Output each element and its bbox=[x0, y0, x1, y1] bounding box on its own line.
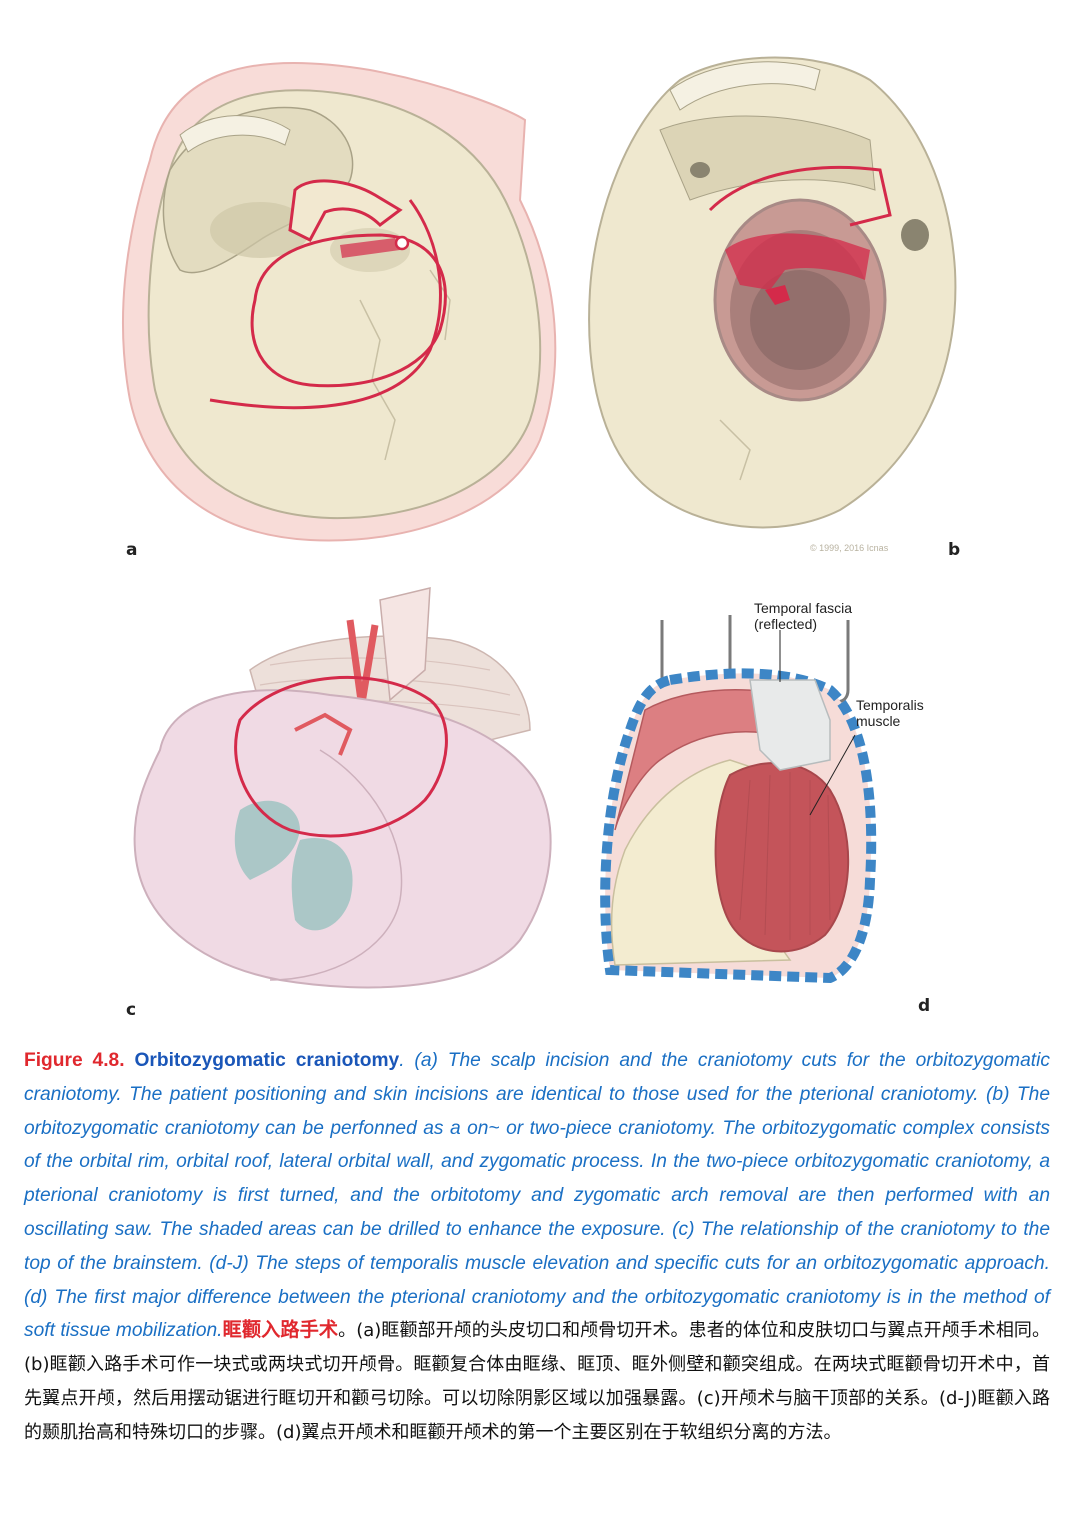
panel-a-illustration bbox=[121, 61, 557, 542]
figure-caption: Figure 4.8. Orbitozygomatic craniotomy. … bbox=[24, 1044, 1050, 1450]
caption-chinese-text: 。(a)眶颧部开颅的头皮切口和颅骨切开术。患者的体位和皮肤切口与翼点开颅手术相同… bbox=[24, 1320, 1051, 1443]
panel-label-d: d bbox=[918, 996, 931, 1016]
panel-d-illustration bbox=[600, 615, 877, 984]
figure-panel-b: b © 1999, 2016 Icnas bbox=[580, 40, 980, 560]
panel-c-illustration bbox=[133, 587, 552, 989]
label-temporalis-muscle: Temporalis muscle bbox=[856, 697, 924, 729]
caption-paragraph: Figure 4.8. Orbitozygomatic craniotomy. … bbox=[24, 1044, 1050, 1450]
figure-title: Orbitozygomatic craniotomy bbox=[134, 1050, 400, 1071]
figure-panel-a: a bbox=[110, 40, 570, 560]
panel-label-b: b bbox=[948, 540, 961, 560]
panel-label-c: c bbox=[126, 1000, 137, 1020]
figure-number: Figure 4.8. bbox=[24, 1050, 125, 1071]
caption-chinese-title: 眶颧入路手术 bbox=[222, 1320, 339, 1342]
figure-panel-d: Temporal fascia (reflected) Temporalis m… bbox=[590, 600, 930, 1016]
panel-label-a: a bbox=[126, 540, 138, 560]
copyright-notice: © 1999, 2016 Icnas bbox=[810, 543, 889, 553]
caption-english-text: . (a) The scalp incision and the craniot… bbox=[24, 1050, 1050, 1342]
label-temporal-fascia: Temporal fascia (reflected) bbox=[754, 600, 853, 632]
panel-b-illustration bbox=[588, 56, 957, 529]
figure-panel-c: c bbox=[110, 580, 570, 1020]
